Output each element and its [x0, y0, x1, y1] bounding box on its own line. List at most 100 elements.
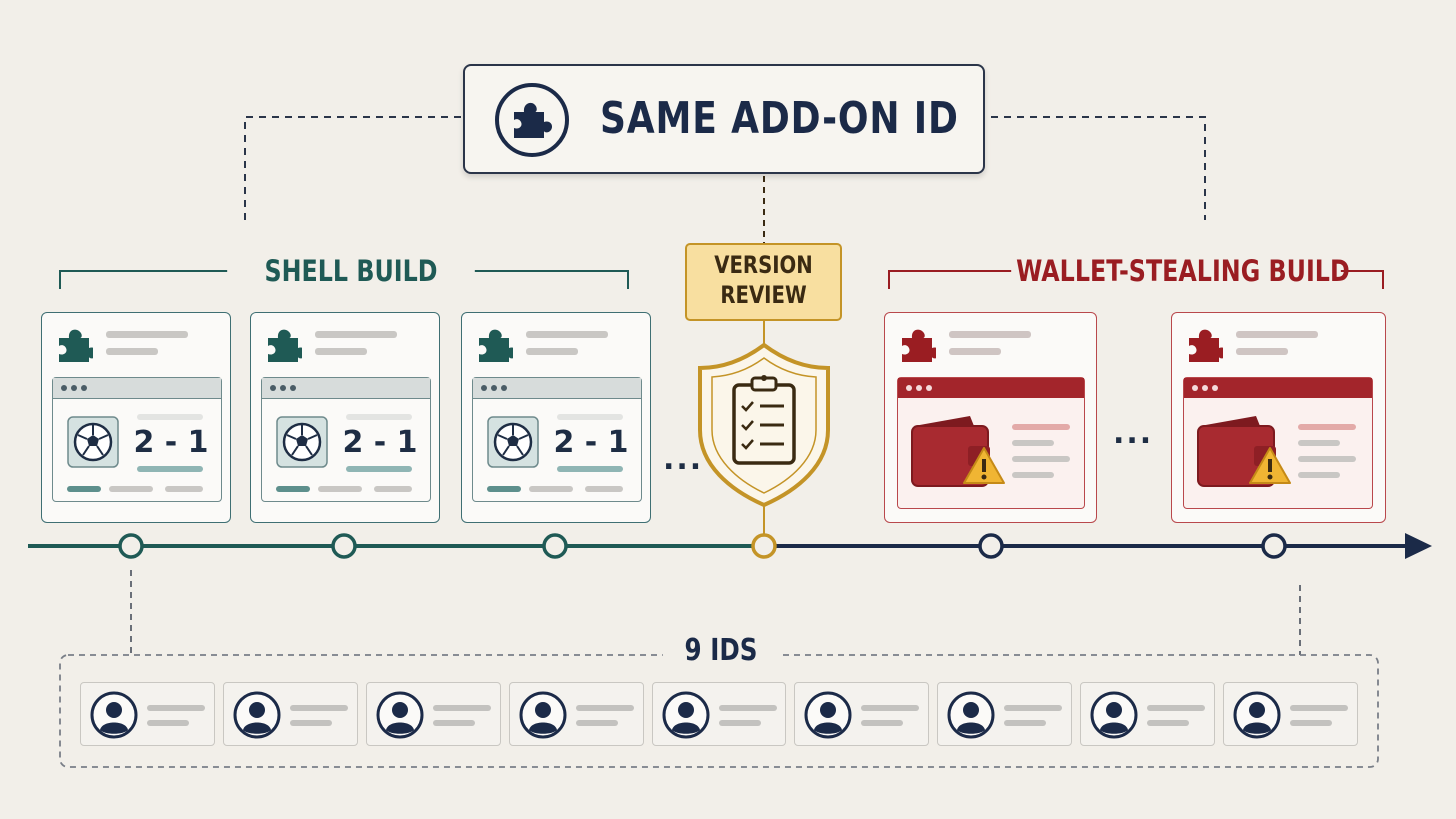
browser-window: 2 - 1	[261, 377, 431, 502]
soccer-ball-icon	[67, 416, 119, 468]
version-review-label: VERSION REVIEW	[699, 250, 828, 310]
placeholder-line	[1147, 720, 1190, 726]
match-score: 2 - 1	[553, 425, 629, 460]
placeholder-line	[147, 720, 189, 726]
timeline-node	[118, 533, 144, 559]
placeholder-line	[346, 466, 412, 472]
soccer-ball-icon	[276, 416, 328, 468]
placeholder-line	[1004, 720, 1047, 726]
placeholder-line	[432, 705, 491, 711]
placeholder-line	[861, 705, 920, 711]
puzzle-icon	[59, 329, 93, 362]
user-icon	[233, 691, 281, 739]
placeholder-line	[861, 720, 904, 726]
id-card	[365, 682, 501, 746]
id-card	[1080, 682, 1216, 746]
placeholder-line	[1012, 456, 1070, 462]
shell-card: 2 - 1	[250, 312, 440, 523]
placeholder-line	[526, 331, 608, 338]
placeholder-line	[315, 348, 367, 355]
placeholder-line	[529, 486, 573, 492]
placeholder-line	[1298, 440, 1340, 446]
wallet-ellipsis: ...	[1113, 416, 1154, 451]
placeholder-line	[289, 720, 332, 726]
placeholder-line	[315, 331, 397, 338]
placeholder-line	[1298, 424, 1356, 430]
ids-label: 9 IDS	[662, 630, 780, 672]
placeholder-line	[1290, 705, 1349, 711]
puzzle-icon	[495, 83, 569, 157]
placeholder-line	[374, 486, 412, 492]
user-icon	[1233, 691, 1281, 739]
page-title: SAME ADD-ON ID	[600, 93, 959, 144]
placeholder-line	[949, 348, 1001, 355]
user-icon	[662, 691, 710, 739]
version-review-box	[685, 243, 842, 321]
placeholder-line	[1290, 720, 1333, 726]
placeholder-line	[106, 331, 188, 338]
timeline-node	[1261, 533, 1287, 559]
match-score: 2 - 1	[342, 425, 418, 460]
placeholder-line	[318, 486, 362, 492]
placeholder-line	[1236, 331, 1318, 338]
id-card	[80, 682, 215, 746]
browser-window: 2 - 1	[52, 377, 222, 502]
browser-titlebar	[262, 378, 430, 399]
shell-card: 2 - 1	[41, 312, 231, 523]
placeholder-line	[1298, 472, 1340, 478]
id-card	[508, 682, 644, 746]
placeholder-line	[575, 705, 634, 711]
placeholder-line	[346, 414, 412, 420]
placeholder-line	[109, 486, 153, 492]
soccer-ball-icon	[487, 416, 539, 468]
placeholder-line	[147, 705, 205, 711]
placeholder-line	[1012, 472, 1054, 478]
placeholder-line	[718, 705, 777, 711]
left-dashed-connector	[244, 116, 470, 220]
user-icon	[947, 691, 995, 739]
placeholder-line	[165, 486, 203, 492]
timeline-node	[331, 533, 357, 559]
placeholder-line	[949, 331, 1031, 338]
id-card	[651, 682, 787, 746]
wallet-card	[1171, 312, 1386, 523]
user-icon	[376, 691, 424, 739]
placeholder-line	[106, 348, 158, 355]
timeline-node	[542, 533, 568, 559]
placeholder-line	[137, 414, 203, 420]
placeholder-line	[1012, 424, 1070, 430]
version-review-line1: VERSION	[714, 251, 813, 279]
shell-ellipsis: ...	[663, 442, 704, 477]
placeholder-line	[1012, 440, 1054, 446]
puzzle-icon	[479, 329, 513, 362]
shell-card: 2 - 1	[461, 312, 651, 523]
browser-titlebar	[1184, 378, 1372, 398]
placeholder-line	[276, 486, 310, 492]
wallet-card	[884, 312, 1097, 523]
warning-icon	[963, 447, 1005, 484]
placeholder-line	[432, 720, 475, 726]
id-card	[1223, 682, 1358, 746]
placeholder-line	[718, 720, 761, 726]
version-review-line2: REVIEW	[720, 281, 807, 309]
user-icon	[90, 691, 138, 739]
placeholder-line	[526, 348, 578, 355]
placeholder-line	[67, 486, 101, 492]
wallet-build-label: WALLET-STEALING BUILD	[1011, 251, 1350, 291]
user-icon	[519, 691, 567, 739]
user-icon	[1090, 691, 1138, 739]
browser-window	[1183, 377, 1373, 509]
right-dashed-connector	[978, 116, 1206, 220]
shell-build-label: SHELL BUILD	[227, 251, 475, 291]
id-card	[222, 682, 358, 746]
warning-icon	[1249, 447, 1291, 484]
clipboard-checklist-icon	[732, 375, 796, 465]
placeholder-line	[1298, 456, 1356, 462]
wallet-icon	[1197, 416, 1276, 487]
placeholder-line	[585, 486, 623, 492]
browser-titlebar	[53, 378, 221, 399]
placeholder-line	[137, 466, 203, 472]
browser-titlebar	[898, 378, 1084, 398]
match-score: 2 - 1	[133, 425, 209, 460]
